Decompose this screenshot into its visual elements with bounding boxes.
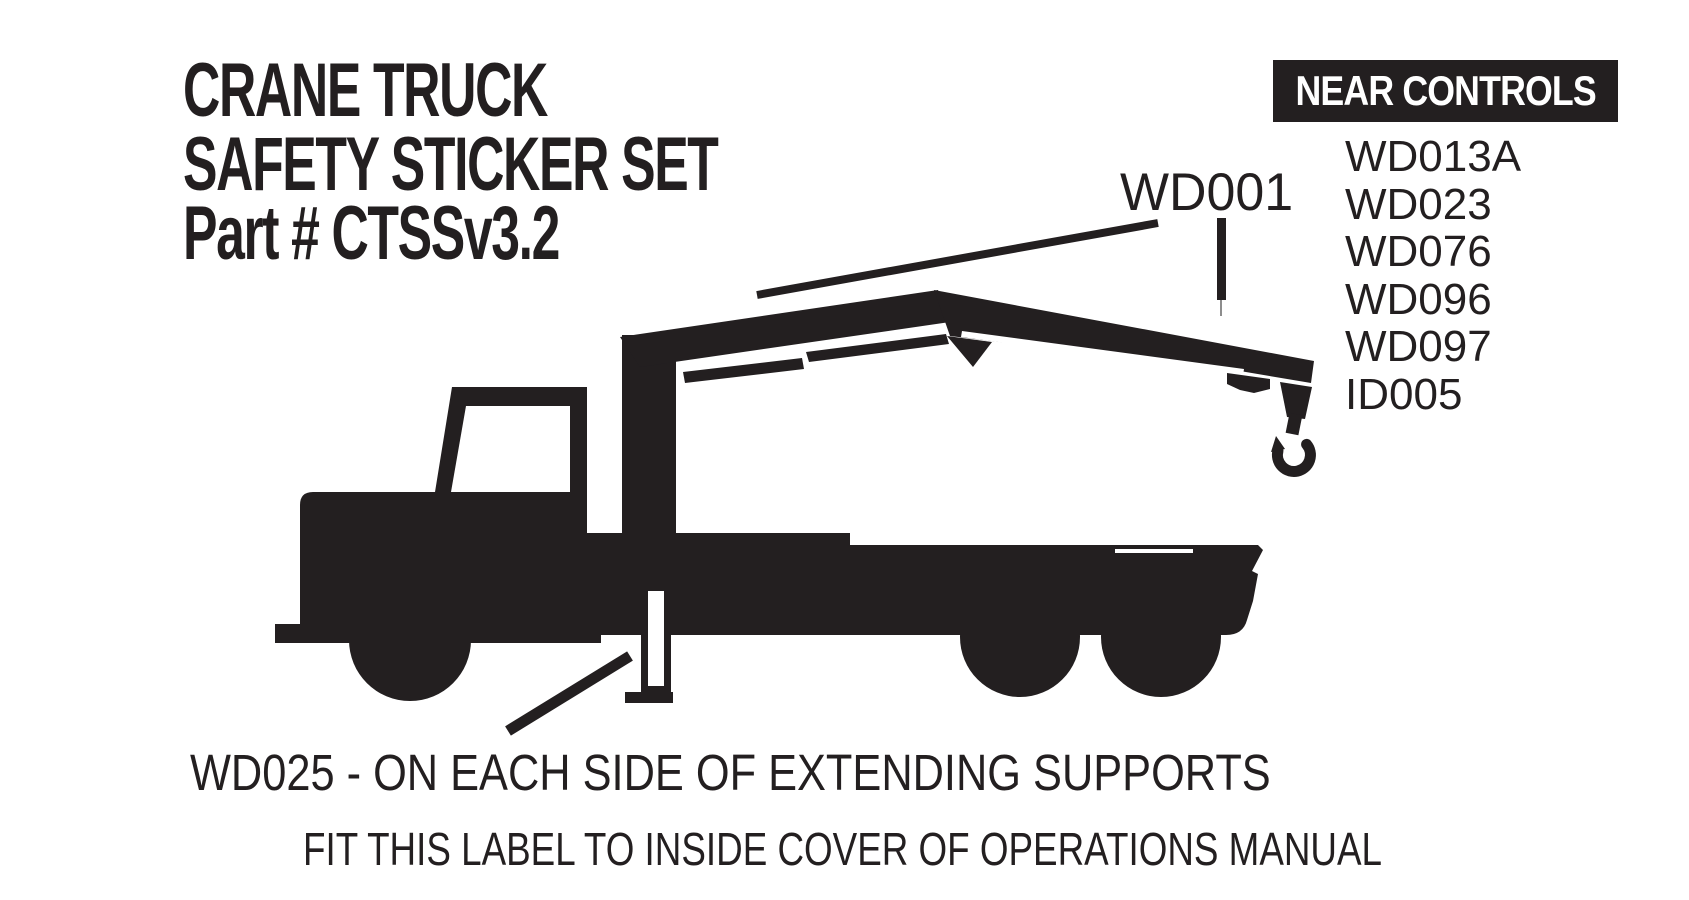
hook-tip bbox=[1271, 436, 1285, 452]
jib-seam bbox=[961, 331, 1244, 375]
sticker-id: WD097 bbox=[1345, 322, 1492, 371]
hook-mount bbox=[1280, 382, 1312, 419]
boom-sticker-label: WD001 bbox=[1120, 163, 1294, 222]
title-line-1: CRANE TRUCK bbox=[183, 48, 548, 133]
title-line-2: SAFETY STICKER SET bbox=[183, 122, 719, 207]
near-controls-sticker-list: WD013A WD023 WD076 WD096 WD097 ID005 bbox=[1345, 133, 1521, 418]
sticker-id: WD023 bbox=[1345, 179, 1492, 229]
boom-cylinder-band-1 bbox=[683, 358, 804, 383]
sticker-id: WD096 bbox=[1345, 274, 1492, 324]
crane-mast bbox=[622, 335, 676, 565]
part-number: Part # CTSSv3.2 bbox=[183, 191, 560, 276]
bed-rail-seam bbox=[1115, 549, 1193, 553]
jib-tip-bracket bbox=[1227, 373, 1270, 393]
cab-window bbox=[451, 406, 570, 492]
boom-pointer-hairline bbox=[1220, 300, 1222, 316]
outrigger-leg-channel bbox=[648, 591, 664, 686]
sticker-id: ID005 bbox=[1345, 369, 1463, 419]
jib-joint-gusset bbox=[947, 336, 992, 367]
sticker-id: WD013A bbox=[1345, 132, 1522, 181]
near-controls-header-label: NEAR CONTROLS bbox=[1295, 67, 1596, 114]
boom-cylinder-band-2 bbox=[806, 334, 949, 362]
sticker-id: WD076 bbox=[1345, 227, 1492, 276]
outrigger-foot bbox=[625, 692, 673, 703]
crane-hook-icon bbox=[1271, 438, 1316, 477]
crane-boom-arm bbox=[620, 290, 950, 367]
supports-sticker-note: WD025 - ON EACH SIDE OF EXTENDING SUPPOR… bbox=[190, 744, 1271, 801]
hook-shank bbox=[1285, 412, 1303, 436]
boom-pointer-tick bbox=[1217, 218, 1226, 300]
truck-body bbox=[275, 387, 1263, 643]
boom-pointer-line bbox=[756, 219, 1159, 299]
supports-pointer-line bbox=[505, 651, 633, 736]
near-controls-header-box: NEAR CONTROLS bbox=[1273, 60, 1618, 122]
manual-sticker-note: FIT THIS LABEL TO INSIDE COVER OF OPERAT… bbox=[303, 823, 1383, 875]
crane-jib bbox=[934, 290, 1314, 383]
